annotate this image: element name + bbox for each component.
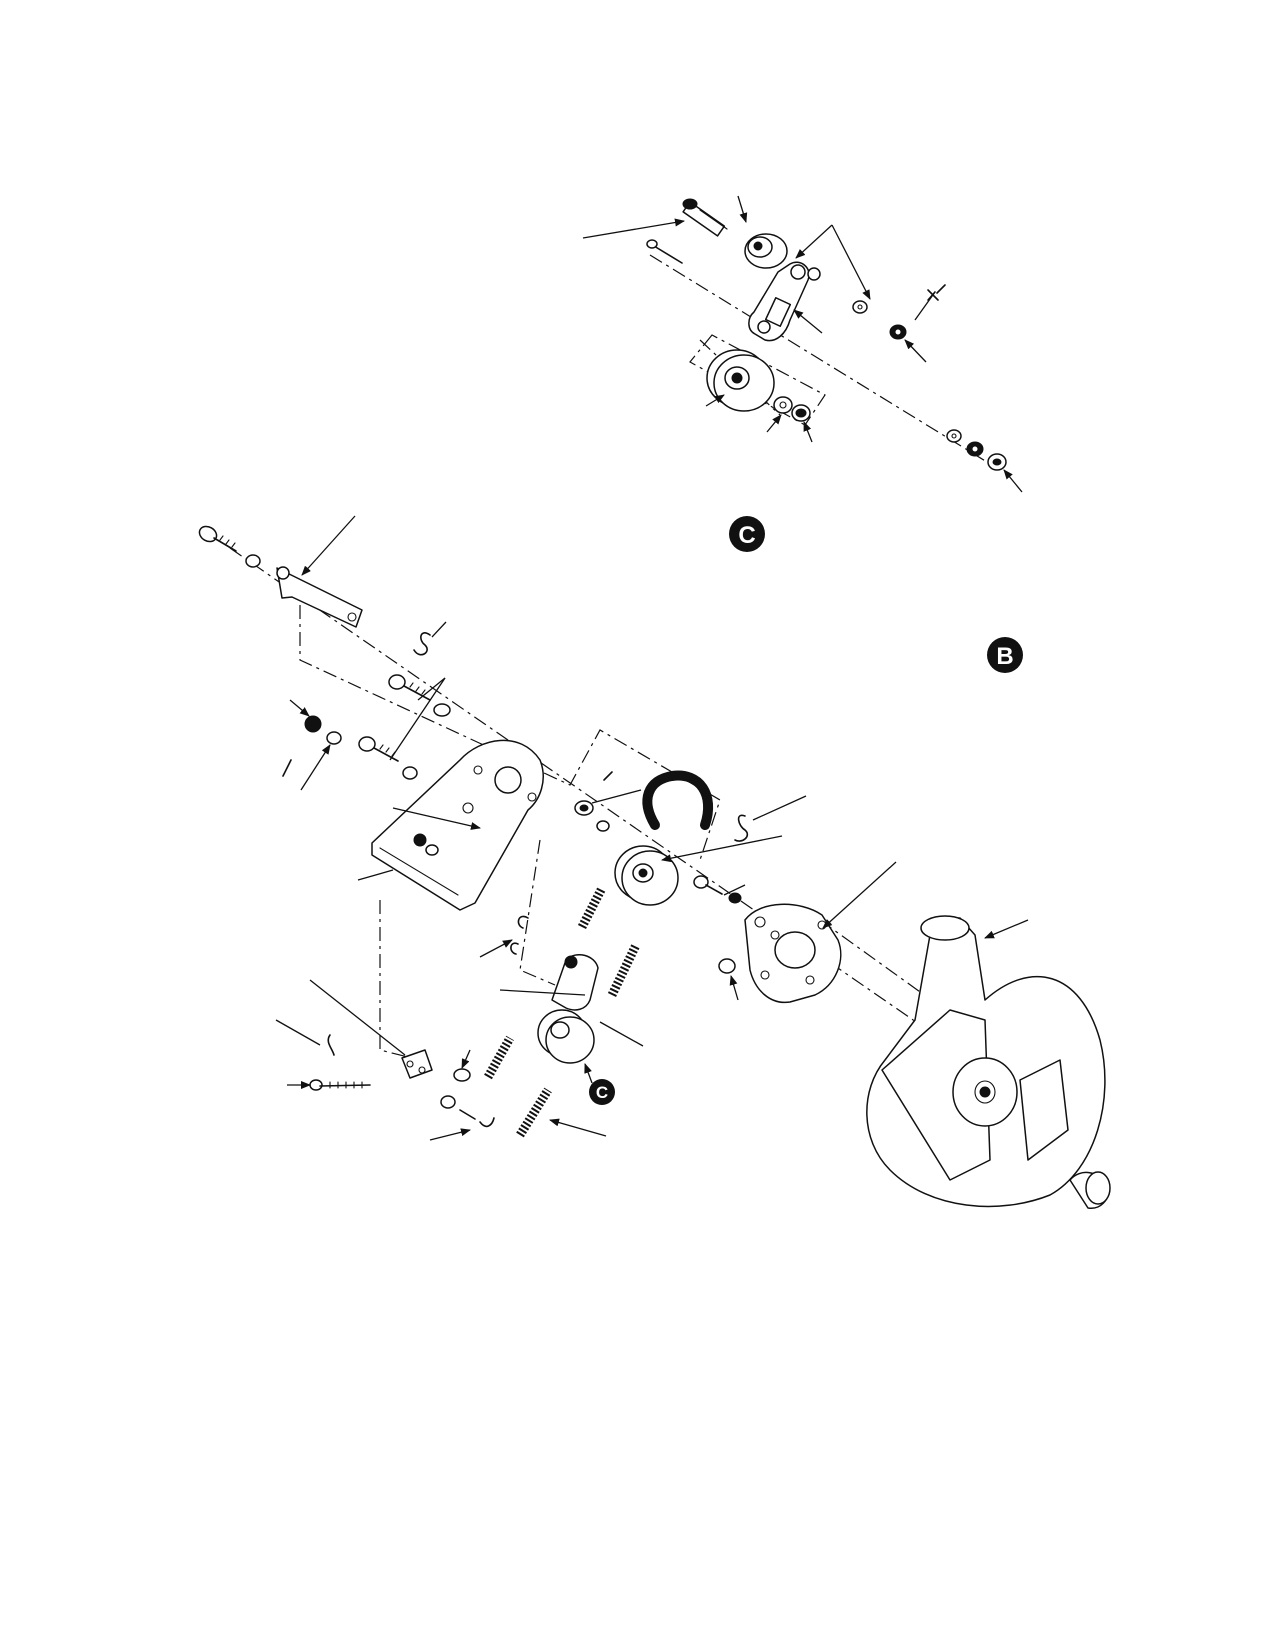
- leader-arm: [793, 309, 823, 334]
- leader-clip: [752, 795, 807, 821]
- leader-arm-pulley: [599, 1021, 644, 1047]
- idler-arm: [748, 261, 821, 342]
- leader-knob-washer: [300, 744, 331, 791]
- main-axis-line: [229, 547, 1001, 1081]
- leader-housing: [822, 861, 897, 929]
- mounting-plate: [371, 739, 544, 911]
- leader-pulley-washer: [766, 414, 782, 433]
- callout-c-badge-text: C: [596, 1083, 608, 1102]
- housing-spacer: [718, 958, 736, 974]
- small-bracket: [401, 1049, 433, 1079]
- detail-b-badge-text: B: [996, 643, 1013, 670]
- pulley-washer: [773, 396, 793, 414]
- end-washer: [946, 429, 962, 443]
- washer-lower: [402, 766, 418, 780]
- v-belt: [642, 770, 714, 830]
- leader-pulley: [705, 394, 725, 407]
- leader-arm-lower: [499, 989, 586, 996]
- leader-castle-nut: [591, 789, 642, 804]
- leader-plate-stud: [392, 807, 481, 830]
- leader-plate: [357, 869, 394, 881]
- washer: [852, 300, 868, 314]
- pulley-castle-nut: [574, 800, 594, 816]
- leader-knob: [289, 699, 310, 717]
- bracket-bolt: [309, 1079, 371, 1091]
- e-clip-lower: [510, 942, 519, 955]
- bearing-housing: [744, 903, 842, 1004]
- pulley-cotter-pin: [603, 771, 613, 781]
- bracket-bushing: [453, 1068, 471, 1082]
- washer-upper: [433, 703, 451, 717]
- knob: [304, 715, 322, 733]
- bearing: [744, 233, 788, 269]
- e-clip-upper: [517, 915, 529, 929]
- spring-a: [577, 885, 607, 930]
- spring-b: [607, 943, 641, 997]
- left-hairpin: [327, 1034, 335, 1056]
- knob-pin: [282, 759, 292, 777]
- detail-b-assembly: [198, 515, 1111, 1209]
- leader-shaft: [582, 218, 685, 239]
- spring-c: [484, 1035, 514, 1080]
- leader-bearing: [737, 195, 748, 223]
- locknut: [889, 324, 907, 340]
- top-bolt: [198, 525, 237, 552]
- spring-d: [516, 1087, 552, 1138]
- detail-c-badge: C: [729, 516, 765, 552]
- detail-b-badge: B: [987, 637, 1023, 673]
- detail-c-badge-text: C: [738, 522, 755, 549]
- pulley-washer-b: [596, 820, 610, 832]
- leader-locknut: [904, 339, 927, 363]
- leader-bushing: [461, 1049, 471, 1069]
- lower-idler-arm: [537, 953, 599, 1064]
- leader-bolt-upper: [417, 677, 446, 701]
- housing-bolt: [693, 875, 723, 895]
- leader-housing-bolt: [723, 884, 746, 896]
- leader-spacer: [729, 975, 739, 1001]
- pulley-nut: [791, 404, 811, 422]
- bracket-washer: [440, 1095, 456, 1109]
- bracket-hairpin: [479, 1117, 495, 1128]
- plate-nut: [413, 833, 439, 856]
- leader-bolt-lower: [389, 677, 446, 761]
- leader-bracket: [301, 515, 356, 576]
- leader-pin: [914, 291, 936, 321]
- leader-hairpin: [431, 621, 447, 638]
- blower-housing: [866, 915, 1111, 1209]
- leader-spring-d: [549, 1118, 607, 1137]
- leader-arm-b: [831, 224, 871, 300]
- end-lockwasher: [966, 441, 984, 457]
- knob-washer: [326, 731, 342, 745]
- bolt-upper: [388, 674, 431, 701]
- bracket-small-bolt: [459, 1109, 476, 1120]
- leader-blower: [984, 919, 1029, 939]
- leader-pulley-b: [661, 835, 783, 863]
- leader-pulley-nut: [803, 421, 813, 443]
- belt-clip: [734, 814, 749, 842]
- leader-arm-a: [795, 224, 833, 259]
- upper-bracket: [276, 566, 363, 628]
- leader-end-nut: [1003, 469, 1023, 493]
- drive-pulley: [614, 845, 679, 906]
- shaft: [682, 198, 728, 237]
- idler-pulley: [706, 349, 775, 412]
- callout-c-badge: C: [584, 1063, 615, 1105]
- long-bolt: [646, 239, 683, 264]
- leader-left-hairpin: [275, 1019, 321, 1046]
- leader-small-bracket: [309, 979, 406, 1056]
- leader-eclip: [479, 939, 513, 958]
- bracket-line: [379, 900, 421, 1061]
- hairpin-clip: [413, 632, 431, 656]
- top-washer: [245, 554, 261, 568]
- leader-callout-c: [584, 1063, 593, 1084]
- detail-c-assembly: [582, 195, 1023, 493]
- leader-small-bolt: [429, 1128, 471, 1141]
- belt-path-line: [299, 605, 721, 861]
- arm-boundary-line: [519, 839, 556, 986]
- end-nut: [987, 453, 1007, 471]
- housing-washer: [728, 892, 742, 904]
